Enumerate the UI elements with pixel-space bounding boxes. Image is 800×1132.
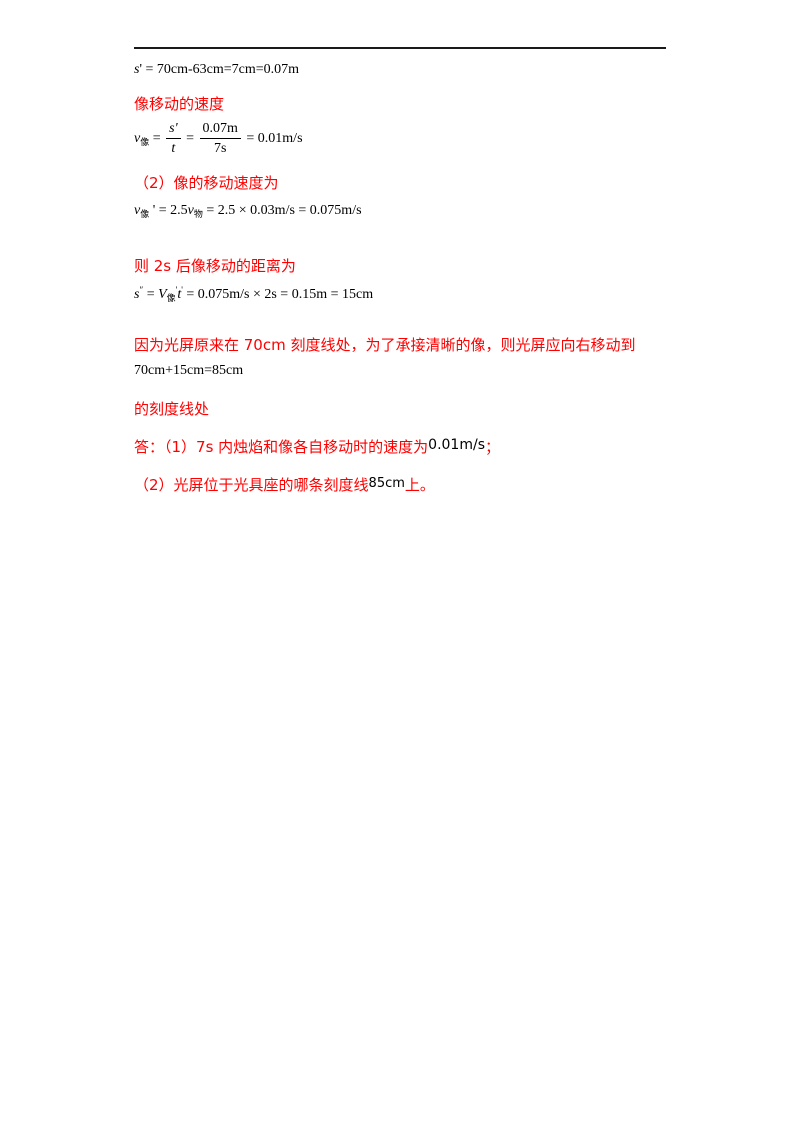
heading-image-speed: 像移动的速度	[134, 95, 225, 113]
equals: =	[182, 131, 198, 147]
subscript: 像	[166, 293, 176, 303]
equation-image-speed: v像 = s' t = 0.07m 7s = 0.01m/s	[134, 121, 303, 157]
fraction-values: 0.07m 7s	[199, 121, 241, 157]
superscript: '	[175, 285, 178, 295]
var-v: v	[187, 203, 194, 218]
var-V: V	[158, 287, 167, 302]
equation-image-displacement: s' = 70cm-63cm=7cm=0.07m	[134, 62, 299, 78]
denominator: 7s	[213, 141, 227, 156]
denominator: t	[171, 141, 176, 156]
explanation-text: 因为光屏原来在 70cm 刻度线处，为了承接清晰的像，则光屏应向右移动到	[134, 336, 636, 354]
equation-distance: s″ = V像't' = 0.075m/s × 2s = 0.15m = 15c…	[134, 285, 373, 304]
equals: =	[149, 131, 165, 147]
subscript: 像	[140, 137, 150, 148]
var-v: v	[134, 203, 141, 218]
explanation-end: 的刻度线处	[134, 400, 210, 418]
equation-image-speed-2: v像 ' = 2.5v物 = 2.5 × 0.03m/s = 0.075m/s	[134, 203, 362, 220]
fraction-s-over-t: s' t	[166, 121, 181, 157]
answer-1-value: 0.01m/s	[428, 437, 485, 453]
answer-1-text: 答：（1）7s 内烛焰和像各自移动时的速度为	[134, 438, 429, 456]
var-v: v	[134, 131, 141, 147]
header-rule	[134, 47, 666, 49]
equation-result: = 2.5 × 0.03m/s = 0.075m/s	[202, 203, 362, 218]
answer-2-text: （2）光屏位于光具座的哪条刻度线	[134, 476, 369, 494]
numerator: 0.07m	[202, 121, 238, 136]
equation-rest: = 70cm-63cm=7cm=0.07m	[141, 62, 300, 77]
heading-part-2: （2）像的移动速度为	[134, 174, 279, 192]
var-t: t	[177, 287, 182, 302]
superscript: '	[181, 285, 183, 295]
subscript: 物	[193, 209, 203, 219]
superscript: ″	[139, 285, 144, 295]
subscript: 像	[140, 209, 150, 219]
equation-result: = 0.075m/s × 2s = 0.15m = 15cm	[182, 287, 374, 302]
answer-part-1: 答：（1）7s 内烛焰和像各自移动时的速度为0.01m/s；	[134, 436, 500, 457]
equation-result: = 0.01m/s	[242, 131, 303, 147]
sum-equation: 70cm+15cm=85cm	[134, 363, 244, 378]
prime-mark: '	[139, 62, 142, 77]
answer-2-suffix: 上。	[404, 476, 435, 494]
var-s: s	[134, 287, 140, 302]
answer-1-suffix: ；	[485, 438, 501, 456]
var-s: s	[134, 62, 140, 77]
equation-middle: ' = 2.5	[149, 203, 188, 218]
heading-distance: 则 2s 后像移动的距离为	[134, 257, 296, 275]
numerator: s'	[169, 121, 178, 136]
answer-2-value: 85cm	[368, 476, 405, 491]
answer-part-2: （2）光屏位于光具座的哪条刻度线85cm上。	[134, 474, 435, 495]
equals: =	[143, 287, 159, 302]
